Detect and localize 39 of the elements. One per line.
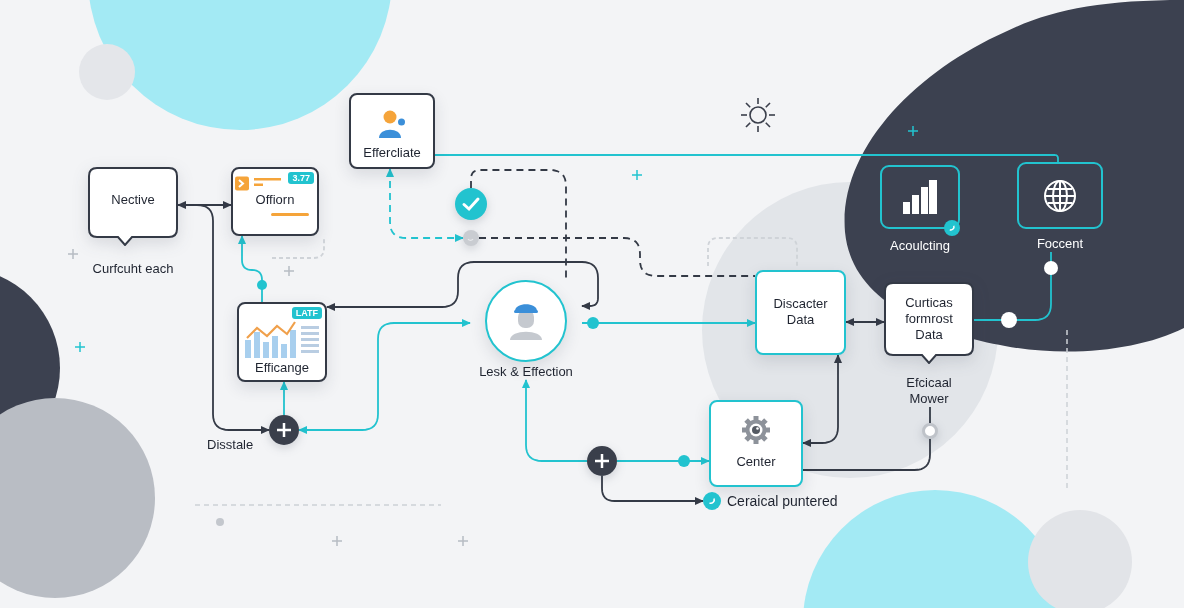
node-label: Center xyxy=(736,454,776,470)
node-label: Curticas formrost Data xyxy=(904,295,954,343)
node-label: Efficange xyxy=(255,360,309,376)
node-label: Nective xyxy=(111,192,155,208)
process-box xyxy=(709,400,803,487)
arrow xyxy=(802,354,843,448)
process-box xyxy=(349,93,435,169)
connector-line xyxy=(434,154,1059,163)
badge: LATF xyxy=(291,307,322,319)
connector-line xyxy=(478,237,756,277)
arrow xyxy=(237,235,263,303)
node-label: Foccent xyxy=(1036,236,1084,252)
process-box xyxy=(755,270,846,355)
arrow xyxy=(177,204,270,435)
node-caption: Curfcuht each xyxy=(92,261,174,277)
arrow xyxy=(298,318,471,435)
process-box xyxy=(231,167,319,236)
arrow xyxy=(385,168,464,243)
arrow xyxy=(521,379,588,462)
badge: 3.77 xyxy=(288,172,314,184)
process-box xyxy=(237,302,327,382)
arrow xyxy=(581,318,756,328)
arrow xyxy=(326,261,599,312)
arrow xyxy=(601,475,704,506)
node-label: Effercliate xyxy=(363,145,421,161)
node-label: Discacter Data xyxy=(772,296,829,328)
node-label: Offiorn xyxy=(255,192,295,208)
connector-line xyxy=(973,251,1052,321)
arrow xyxy=(845,317,885,327)
node-label: Ceraical puntered xyxy=(727,492,838,510)
node-caption: Disstale xyxy=(207,437,254,453)
connector-line xyxy=(802,438,931,471)
arrow xyxy=(279,381,289,416)
node-caption: Efcicaal Mower xyxy=(905,375,953,407)
node-label: Acoulcting xyxy=(890,238,950,254)
arrow xyxy=(177,200,232,210)
node-label: Lesk & Effection xyxy=(479,364,573,380)
arrow xyxy=(616,456,710,466)
connector-line xyxy=(929,406,931,424)
